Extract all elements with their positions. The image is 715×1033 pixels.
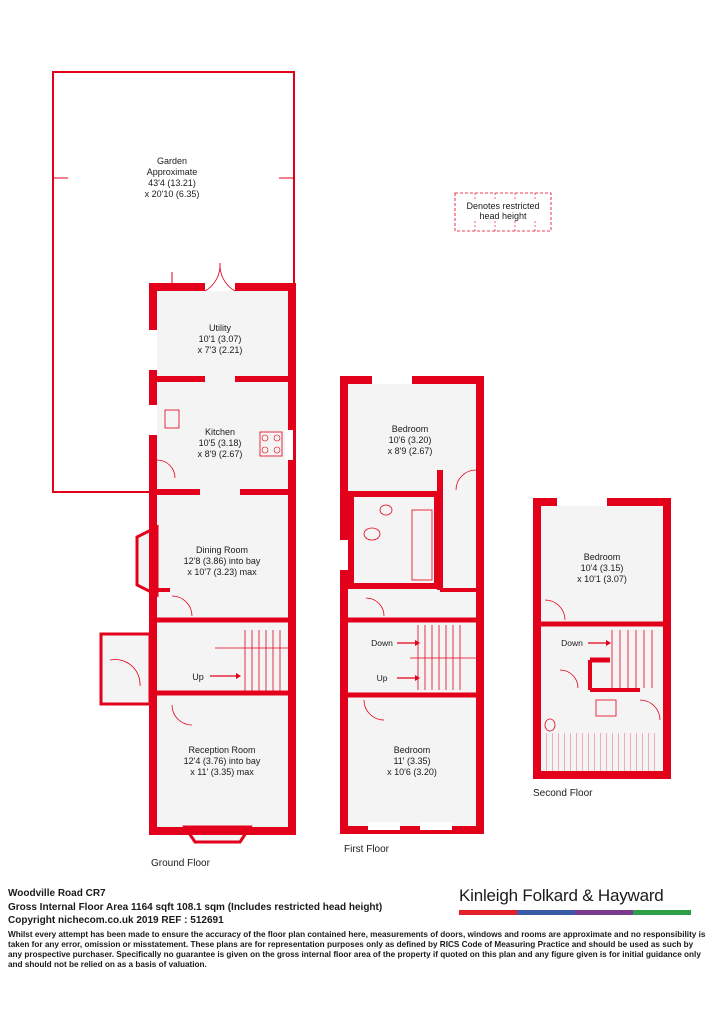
- garden-name: Garden: [157, 156, 187, 166]
- bedroom3-name: Bedroom: [584, 552, 621, 562]
- bedroom3-dim2: x 10'1 (3.07): [577, 574, 627, 584]
- legend-line1: Denotes restricted: [466, 201, 539, 211]
- first-floor-plan: Bedroom 10'6 (3.20) x 8'9 (2.67) Down Up…: [340, 376, 484, 855]
- second-stairs: [588, 630, 653, 688]
- reception-dim2: x 11' (3.35) max: [190, 767, 254, 777]
- utility-dim2: x 7'3 (2.21): [198, 345, 243, 355]
- brand-bar-blue: [517, 910, 575, 915]
- legend-line2: head height: [479, 211, 527, 221]
- brand-name: Kinleigh Folkard & Hayward: [459, 886, 664, 905]
- bedroom1-dim1: 10'6 (3.20): [389, 435, 432, 445]
- reception-dim1: 12'4 (3.76) into bay: [184, 756, 261, 766]
- ground-floor-label: Ground Floor: [151, 858, 211, 869]
- reception-name: Reception Room: [188, 745, 255, 755]
- dining-dim2: x 10'7 (3.23) max: [187, 567, 257, 577]
- first-stairs-down-label: Down: [371, 638, 393, 648]
- garden-length: 43'4 (13.21): [148, 178, 196, 188]
- first-stairs-up-label: Up: [377, 673, 388, 683]
- first-stairs: [397, 625, 476, 690]
- copyright: Copyright nichecom.co.uk 2019 REF : 5126…: [8, 915, 224, 926]
- kitchen-dim1: 10'5 (3.18): [199, 438, 242, 448]
- dining-name: Dining Room: [196, 545, 248, 555]
- restricted-height-legend: Denotes restricted head height: [454, 192, 552, 232]
- bedroom3-dim1: 10'4 (3.15): [581, 563, 624, 573]
- bedroom2-name: Bedroom: [394, 745, 431, 755]
- second-floor-plan: Bedroom 10'4 (3.15) x 10'1 (3.07) Down S…: [533, 498, 671, 799]
- garden-width: x 20'10 (6.35): [145, 189, 200, 199]
- ground-stairs: [210, 630, 288, 693]
- disclaimer: Whilst every attempt has been made to en…: [8, 930, 706, 969]
- bedroom1-dim2: x 8'9 (2.67): [388, 446, 433, 456]
- bedroom1-name: Bedroom: [392, 424, 429, 434]
- utility-name: Utility: [209, 323, 231, 333]
- ground-floor-plan: Utility 10'1 (3.07) x 7'3 (2.21) Kitchen…: [99, 262, 296, 869]
- bedroom2-dim2: x 10'6 (3.20): [387, 767, 437, 777]
- second-floor-label: Second Floor: [533, 788, 593, 799]
- first-floor-label: First Floor: [344, 844, 390, 855]
- bedroom2-dim1: 11' (3.35): [393, 756, 430, 766]
- plan-footer: Woodville Road CR7 Gross Internal Floor …: [8, 888, 708, 970]
- dining-dim1: 12'8 (3.86) into bay: [184, 556, 261, 566]
- kitchen-dim2: x 8'9 (2.67): [198, 449, 243, 459]
- brand-bar-green: [633, 910, 691, 915]
- second-stairs-down-label: Down: [561, 638, 583, 648]
- utility-dim1: 10'1 (3.07): [199, 334, 242, 344]
- kitchen-name: Kitchen: [205, 427, 235, 437]
- ground-stairs-up-label: Up: [192, 672, 204, 682]
- property-address: Woodville Road CR7: [8, 888, 106, 899]
- brand-bar-purple: [575, 910, 633, 915]
- garden-approx: Approximate: [147, 167, 198, 177]
- floor-area: Gross Internal Floor Area 1164 sqft 108.…: [8, 902, 383, 913]
- brand-bar-red: [459, 910, 517, 915]
- brand-color-bars: [459, 910, 691, 915]
- brand-logo: Kinleigh Folkard & Hayward: [459, 886, 691, 915]
